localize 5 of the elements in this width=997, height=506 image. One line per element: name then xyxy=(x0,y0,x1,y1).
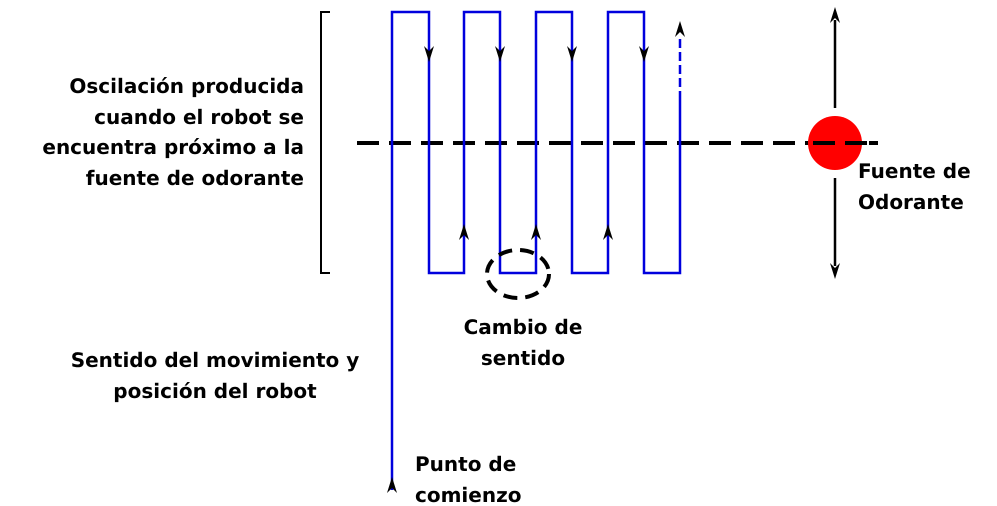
annotation-text: Punto de comienzo xyxy=(415,451,522,506)
annotation-text: Oscilación producida cuando el robot se encuentra próximo a la fuente de odorante xyxy=(41,73,304,192)
source-label: Fuente de Odorante xyxy=(858,158,972,216)
annotation-text: Sentido del movimiento y posición del robot xyxy=(70,347,360,404)
annotation-text: Cambio de sentido xyxy=(462,314,584,372)
